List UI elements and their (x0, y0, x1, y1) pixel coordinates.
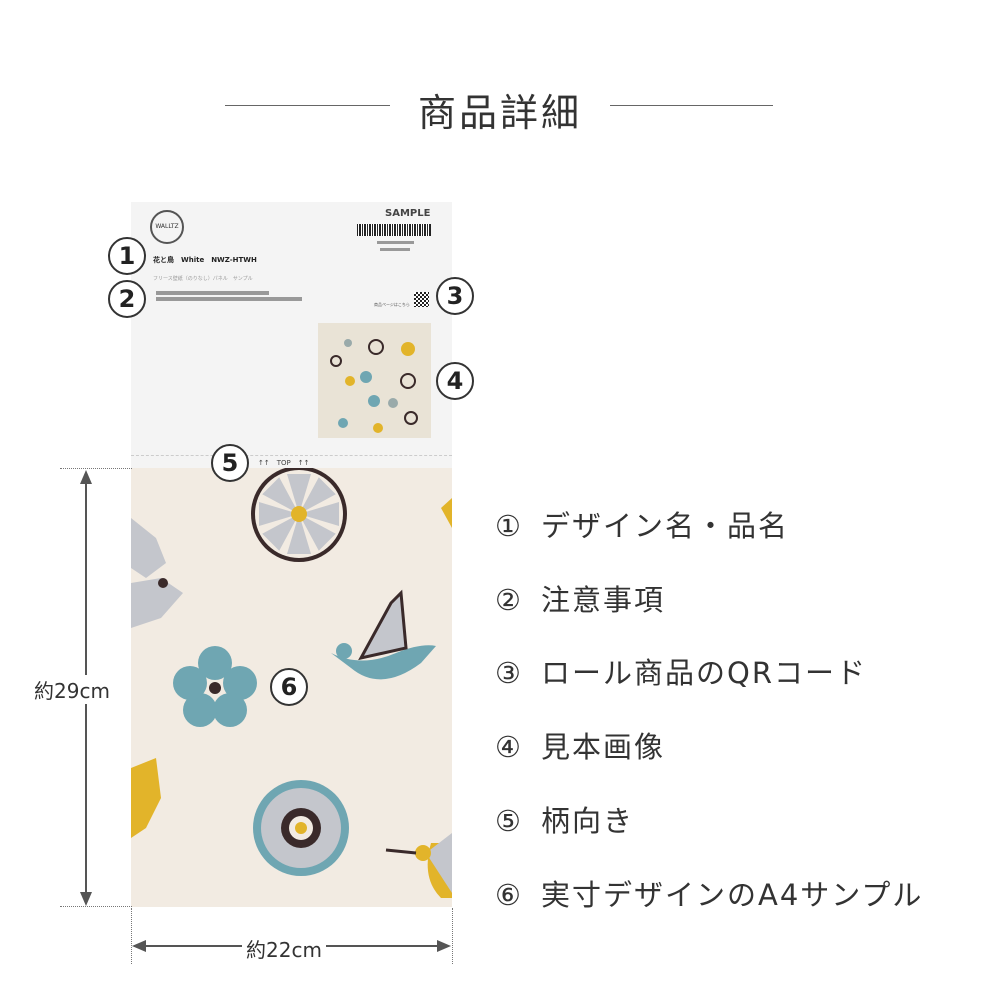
dim-guide (452, 908, 453, 964)
marker-digit: 3 (446, 282, 464, 310)
qr-code (414, 292, 429, 307)
marker-5: 5 (211, 444, 249, 482)
marker-4: 4 (436, 362, 474, 400)
legend-label: 柄向き (541, 804, 635, 838)
legend-item: ① デザイン名・品名 (495, 503, 789, 545)
legend-number: ⑤ (495, 804, 523, 838)
legend-item: ⑥ 実寸デザインのA4サンプル (495, 872, 923, 914)
arrow-head-left (132, 940, 146, 952)
qr-caption: 商品ページはこちら (374, 302, 410, 307)
marker-digit: 1 (118, 242, 136, 270)
legend-number: ① (495, 509, 523, 543)
page-title: 商品詳細 (417, 91, 582, 135)
barcode-line (377, 241, 414, 244)
dim-guide (131, 908, 132, 964)
title-rule-right (610, 105, 773, 106)
dim-guide (60, 906, 132, 907)
legend-label: 見本画像 (541, 730, 666, 764)
width-label: 約22cm (242, 934, 326, 963)
logo-text: WALLTZ (155, 223, 179, 230)
barcode-line (380, 248, 410, 251)
barcode (357, 224, 431, 236)
marker-6: 6 (270, 668, 308, 706)
walltz-logo: WALLTZ (150, 210, 184, 244)
title-rule-left (225, 105, 390, 106)
top-direction-label: ↑↑ TOP ↑↑ (258, 459, 310, 467)
notice-line (156, 297, 302, 301)
legend-number: ③ (495, 656, 523, 690)
marker-digit: 4 (446, 367, 464, 395)
product-subtitle: フリース壁紙（のりなし）パネル サンプル (153, 276, 253, 282)
dim-guide (60, 468, 132, 469)
product-name: 花と鳥 White NWZ-HTWH (153, 256, 257, 264)
legend-item: ⑤ 柄向き (495, 798, 634, 840)
legend-item: ② 注意事項 (495, 577, 665, 619)
marker-digit: 2 (118, 285, 136, 313)
marker-digit: 6 (280, 673, 298, 701)
wheel-flower (251, 468, 347, 562)
legend-item: ④ 見本画像 (495, 724, 665, 766)
legend-number: ⑥ (495, 878, 523, 912)
marker-2: 2 (108, 280, 146, 318)
legend-item: ③ ロール商品のQRコード (495, 650, 867, 692)
legend-number: ④ (495, 730, 523, 764)
legend-label: 注意事項 (541, 583, 666, 617)
notice-line (156, 291, 269, 295)
legend-number: ② (495, 583, 523, 617)
cut-line (131, 455, 452, 456)
arrow-head-up (80, 470, 92, 484)
marker-digit: 5 (221, 449, 239, 477)
marker-1: 1 (108, 237, 146, 275)
arrow-head-right (437, 940, 451, 952)
marker-3: 3 (436, 277, 474, 315)
sample-label: SAMPLE (385, 208, 431, 219)
height-label: 約29cm (30, 675, 114, 704)
sample-thumbnail (318, 323, 431, 438)
legend-label: 実寸デザインのA4サンプル (541, 878, 924, 912)
legend-label: デザイン名・品名 (541, 509, 790, 543)
arrow-head-down (80, 892, 92, 906)
legend-label: ロール商品のQRコード (541, 656, 867, 690)
